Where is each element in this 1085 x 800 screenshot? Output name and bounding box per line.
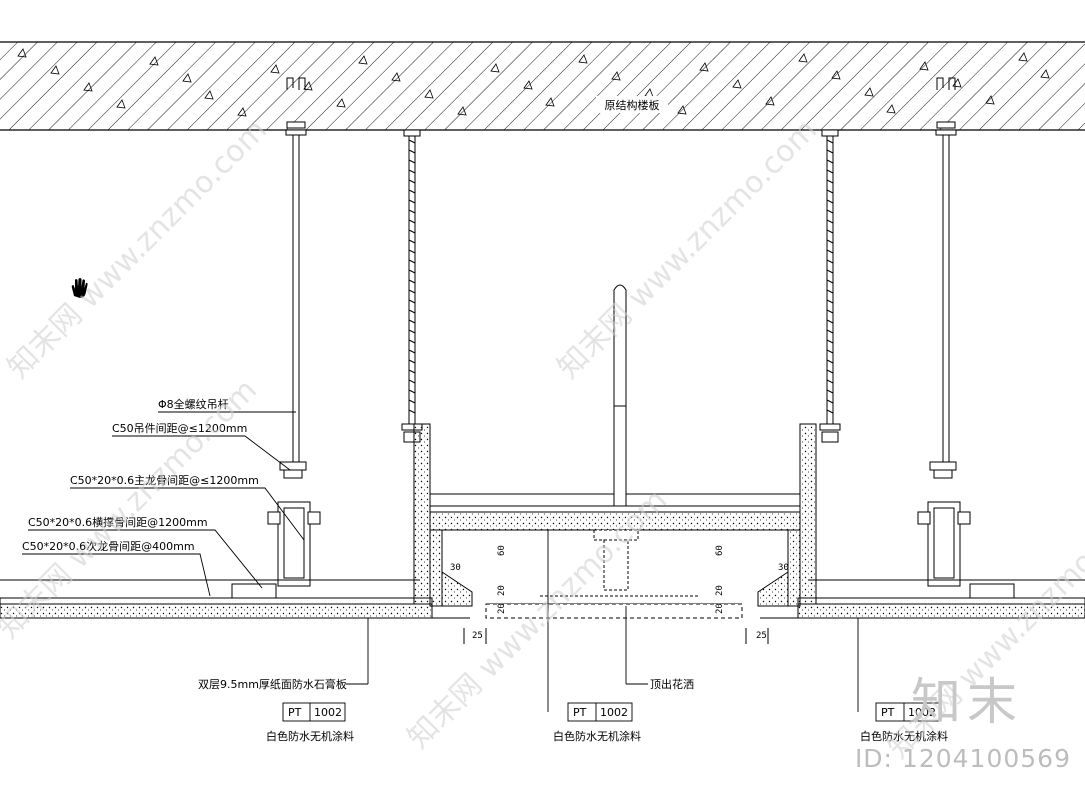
callouts: Φ8全螺纹吊杆 C50吊件间距@≤1200mm C50*20*0.6主龙骨间距@… <box>22 397 305 597</box>
slab-label: 原结构楼板 <box>605 98 660 112</box>
finish-tag-3: PT 1002 白色防水无机涂料 <box>860 702 948 743</box>
callout-main-runner: C50*20*0.6主龙骨间距@≤1200mm <box>70 474 259 487</box>
finish-tag-2: PT 1002 白色防水无机涂料 <box>553 702 641 743</box>
recessed-box <box>413 423 817 619</box>
aggregate-mark <box>1040 69 1050 79</box>
svg-text:25: 25 <box>472 631 483 641</box>
svg-text:30: 30 <box>450 563 461 573</box>
svg-text:PT: PT <box>881 706 895 719</box>
aggregate-mark <box>336 98 346 108</box>
brand-id: ID: 1204100569 <box>854 744 1071 773</box>
svg-text:PT: PT <box>573 706 587 719</box>
aggregate-mark <box>919 61 929 71</box>
callout-hanger: C50吊件间距@≤1200mm <box>112 422 247 435</box>
aggregate-mark <box>149 56 159 66</box>
aggregate-mark <box>50 65 60 75</box>
aggregate-mark <box>1018 52 1028 62</box>
aggregate-mark <box>831 70 841 80</box>
aggregate-mark <box>732 79 742 89</box>
aggregate-mark <box>391 72 401 82</box>
callout-cross-runner: C50*20*0.6横撑骨间距@1200mm <box>28 515 208 529</box>
hanger-brackets <box>267 461 971 587</box>
svg-text:20: 20 <box>497 603 507 614</box>
aggregate-mark <box>457 106 467 116</box>
callout-rod: Φ8全螺纹吊杆 <box>158 397 229 411</box>
aggregate-mark <box>677 105 687 115</box>
aggregate-mark <box>358 55 368 65</box>
callout-secondary-runner: C50*20*0.6次龙骨间距@400mm <box>22 539 195 553</box>
aggregate-mark <box>237 107 247 117</box>
svg-text:知末网 www.znzmo.com: 知末网 www.znzmo.com <box>1 113 274 386</box>
hand-cursor-icon <box>71 278 88 298</box>
aggregate-mark <box>83 82 93 92</box>
structural-slab: 原结构楼板 <box>0 41 1085 131</box>
svg-text:白色防水无机涂料: 白色防水无机涂料 <box>266 729 354 743</box>
svg-text:白色防水无机涂料: 白色防水无机涂料 <box>553 729 641 743</box>
aggregate-mark <box>886 104 896 114</box>
aggregate-mark <box>116 99 126 109</box>
aggregate-mark <box>545 97 555 107</box>
hanger-rods <box>285 77 957 462</box>
svg-text:30: 30 <box>778 563 789 573</box>
board-label: 双层9.5mm厚纸面防水石膏板 <box>198 677 347 691</box>
aggregate-mark <box>17 48 27 58</box>
svg-text:20: 20 <box>715 585 725 596</box>
aggregate-mark <box>798 53 808 63</box>
aggregate-mark <box>303 81 313 91</box>
svg-text:白色防水无机涂料: 白色防水无机涂料 <box>860 729 948 743</box>
sprinkler-label: 顶出花洒 <box>650 677 694 691</box>
aggregate-mark <box>765 96 775 106</box>
svg-text:1002: 1002 <box>600 706 628 719</box>
svg-text:知末网 www.znzmo.com: 知末网 www.znzmo.com <box>551 113 824 386</box>
aggregate-mark <box>490 63 500 73</box>
aggregate-mark <box>424 89 434 99</box>
aggregate-mark <box>578 54 588 64</box>
aggregate-mark <box>523 80 533 90</box>
svg-text:1002: 1002 <box>314 706 342 719</box>
aggregate-mark <box>864 87 874 97</box>
svg-text:1002: 1002 <box>908 706 936 719</box>
slab-aggregate-marks <box>17 48 1050 117</box>
dimensions-left: 30 60 20 20 25 <box>450 545 507 644</box>
aggregate-mark <box>270 64 280 74</box>
svg-text:20: 20 <box>715 603 725 614</box>
aggregate-mark <box>204 90 214 100</box>
aggregate-mark <box>985 95 995 105</box>
finish-tag-1: PT 1002 白色防水无机涂料 <box>266 702 354 743</box>
aggregate-mark <box>699 62 709 72</box>
aggregate-mark <box>182 73 192 83</box>
aggregate-mark <box>611 71 621 81</box>
sprinkler <box>540 284 700 597</box>
dimensions-right: 30 60 20 20 25 <box>715 545 789 644</box>
bottom-annotations: 双层9.5mm厚纸面防水石膏板 顶出花洒 PT 1002 白色防水无机涂料 PT… <box>198 530 948 743</box>
ceiling-boards <box>0 579 1085 619</box>
svg-text:60: 60 <box>497 545 507 556</box>
svg-text:60: 60 <box>715 545 725 556</box>
svg-text:PT: PT <box>288 706 302 719</box>
brand-logo: 知末 <box>911 673 1023 731</box>
svg-text:25: 25 <box>756 631 767 641</box>
svg-text:20: 20 <box>497 585 507 596</box>
